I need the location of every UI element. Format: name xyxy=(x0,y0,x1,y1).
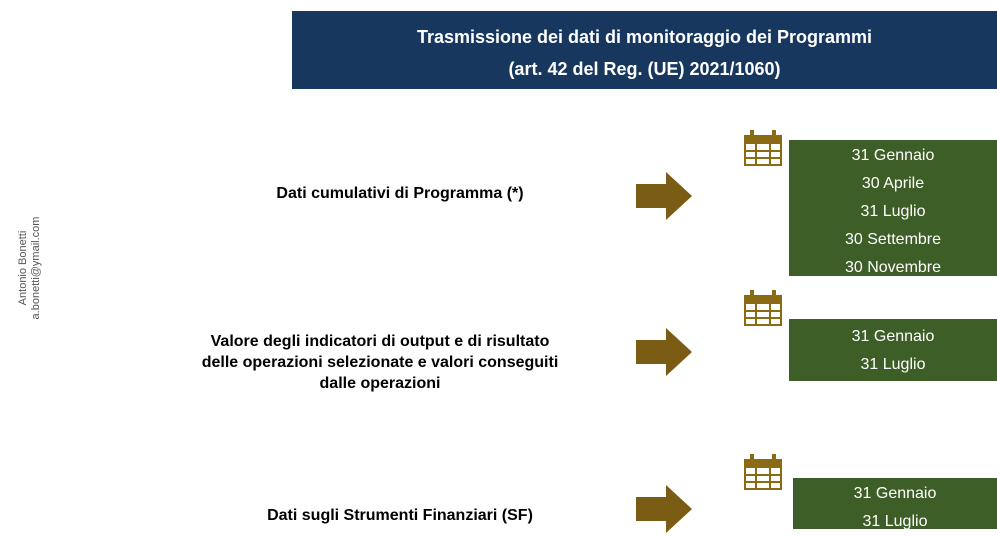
date-item: 30 Aprile xyxy=(861,175,925,192)
right-arrow-icon xyxy=(636,485,692,533)
date-item: 31 Luglio xyxy=(860,203,926,220)
author-email: a.bonetti@ymail.com xyxy=(30,216,42,320)
date-item: 31 Gennaio xyxy=(851,328,935,345)
author-name: Antonio Bonetti xyxy=(17,230,29,306)
calendar-icon xyxy=(744,454,782,490)
date-item: 30 Settembre xyxy=(844,231,942,248)
calendar-icon xyxy=(744,130,782,166)
date-item: 30 Novembre xyxy=(844,259,942,276)
slide-title-line1: Trasmissione dei dati di monitoraggio de… xyxy=(416,27,873,47)
date-item: 31 Luglio xyxy=(860,356,926,373)
slide-title-line2: (art. 42 del Reg. (UE) 2021/1060) xyxy=(508,59,781,79)
row-2-label: Valore degli indicatori di output e di r… xyxy=(201,333,559,392)
date-box-row-1: 31 Gennaio 30 Aprile 31 Luglio 30 Settem… xyxy=(789,140,997,276)
calendar-icon xyxy=(744,290,782,326)
date-box-row-2: 31 Gennaio 31 Luglio xyxy=(789,319,997,381)
row-1-label: Dati cumulativi di Programma (*) xyxy=(276,185,524,202)
right-arrow-icon xyxy=(636,328,692,376)
row-3-label: Dati sugli Strumenti Finanziari (SF) xyxy=(267,507,533,524)
date-item: 31 Luglio xyxy=(862,513,928,530)
date-item: 31 Gennaio xyxy=(851,147,935,164)
date-box-row-3: 31 Gennaio 31 Luglio xyxy=(793,478,997,530)
slide-title-banner: Trasmissione dei dati di monitoraggio de… xyxy=(292,11,997,89)
author-credit: Antonio Bonetti a.bonetti@ymail.com xyxy=(10,213,50,323)
right-arrow-icon xyxy=(636,172,692,220)
date-item: 31 Gennaio xyxy=(853,485,937,502)
